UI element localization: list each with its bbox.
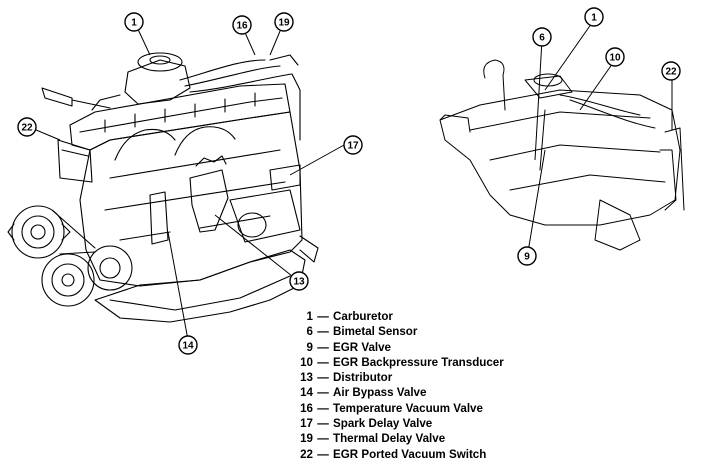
- legend-number: 9: [306, 340, 313, 354]
- callout-circle-9: [517, 246, 537, 266]
- legend-dash: —: [317, 432, 329, 446]
- legend-dash: —: [317, 340, 329, 354]
- legend-item: 14 — Air Bypass Valve: [291, 385, 504, 400]
- callout-number-9: 9: [524, 252, 530, 263]
- legend-dash: —: [317, 325, 329, 339]
- callout-circle-10: [605, 47, 625, 67]
- legend-item: 17 — Spark Delay Valve: [291, 416, 504, 431]
- legend-number: 1: [306, 310, 313, 323]
- callout-number-19: 19: [278, 18, 290, 29]
- legend-label: Temperature Vacuum Valve: [333, 401, 483, 415]
- right-engine-leaders: [527, 19, 673, 253]
- legend-number: 16: [300, 401, 313, 415]
- legend-label: Spark Delay Valve: [333, 417, 433, 431]
- legend-label: EGR Ported Vacuum Switch: [333, 447, 487, 461]
- callout-circle-1: [584, 7, 604, 27]
- callout-circle-14: [178, 335, 198, 355]
- legend-item: 9 — EGR Valve: [291, 340, 504, 355]
- legend-dash: —: [317, 371, 329, 385]
- legend-number: 6: [306, 325, 313, 339]
- callout-number-13: 13: [293, 277, 305, 288]
- callout-number-16: 16: [236, 21, 248, 32]
- legend-label: Air Bypass Valve: [333, 386, 427, 400]
- callout-circle-19: [274, 12, 294, 32]
- legend-dash: —: [317, 401, 329, 415]
- legend-label: EGR Backpressure Transducer: [333, 355, 504, 369]
- legend-number: 14: [300, 386, 313, 400]
- legend-item: 22 — EGR Ported Vacuum Switch: [291, 447, 504, 462]
- legend-item: 16 — Temperature Vacuum Valve: [291, 401, 504, 416]
- callout-circle-6: [532, 27, 552, 47]
- legend-number: 19: [300, 432, 313, 446]
- callout-number-22: 22: [21, 123, 33, 134]
- legend-number: 10: [300, 355, 313, 369]
- legend-label: Distributor: [333, 371, 393, 385]
- legend-dash: —: [317, 310, 329, 323]
- callout-number-10: 10: [609, 53, 621, 64]
- callout-number-1: 1: [591, 13, 597, 24]
- legend-label: Thermal Delay Valve: [333, 432, 446, 446]
- legend-label: EGR Valve: [333, 340, 392, 354]
- legend-dash: —: [317, 355, 329, 369]
- callout-circle-22: [17, 117, 37, 137]
- callout-number-22: 22: [665, 67, 677, 78]
- legend-number: 22: [300, 447, 313, 461]
- legend-number: 17: [300, 417, 313, 431]
- callout-circle-16: [232, 15, 252, 35]
- left-engine-drawing: [7, 52, 319, 323]
- legend-dash: —: [317, 417, 329, 431]
- callout-number-17: 17: [347, 141, 359, 152]
- legend-item: 13 — Distributor: [291, 370, 504, 385]
- callout-number-6: 6: [539, 33, 545, 44]
- callout-circle-17: [343, 135, 363, 155]
- legend-dash: —: [317, 386, 329, 400]
- legend-label: Bimetal Sensor: [333, 325, 418, 339]
- legend-item: 19 — Thermal Delay Valve: [291, 431, 504, 446]
- legend-dash: —: [317, 447, 329, 461]
- callout-circle-13: [289, 271, 309, 291]
- callout-circle-1: [124, 12, 144, 32]
- legend-number: 13: [300, 371, 313, 385]
- left-engine-leaders: [28, 23, 345, 341]
- legend-label: Carburetor: [333, 310, 393, 323]
- right-engine-callouts: 1 6 10 22 9: [517, 7, 681, 266]
- callout-number-14: 14: [182, 341, 194, 352]
- right-engine-drawing: [439, 59, 685, 251]
- legend-item: 10 — EGR Backpressure Transducer: [291, 355, 504, 370]
- callout-number-1: 1: [131, 18, 137, 29]
- legend-item: 1 — Carburetor: [291, 309, 504, 324]
- callout-circle-22: [661, 61, 681, 81]
- legend-item: 6 — Bimetal Sensor: [291, 324, 504, 339]
